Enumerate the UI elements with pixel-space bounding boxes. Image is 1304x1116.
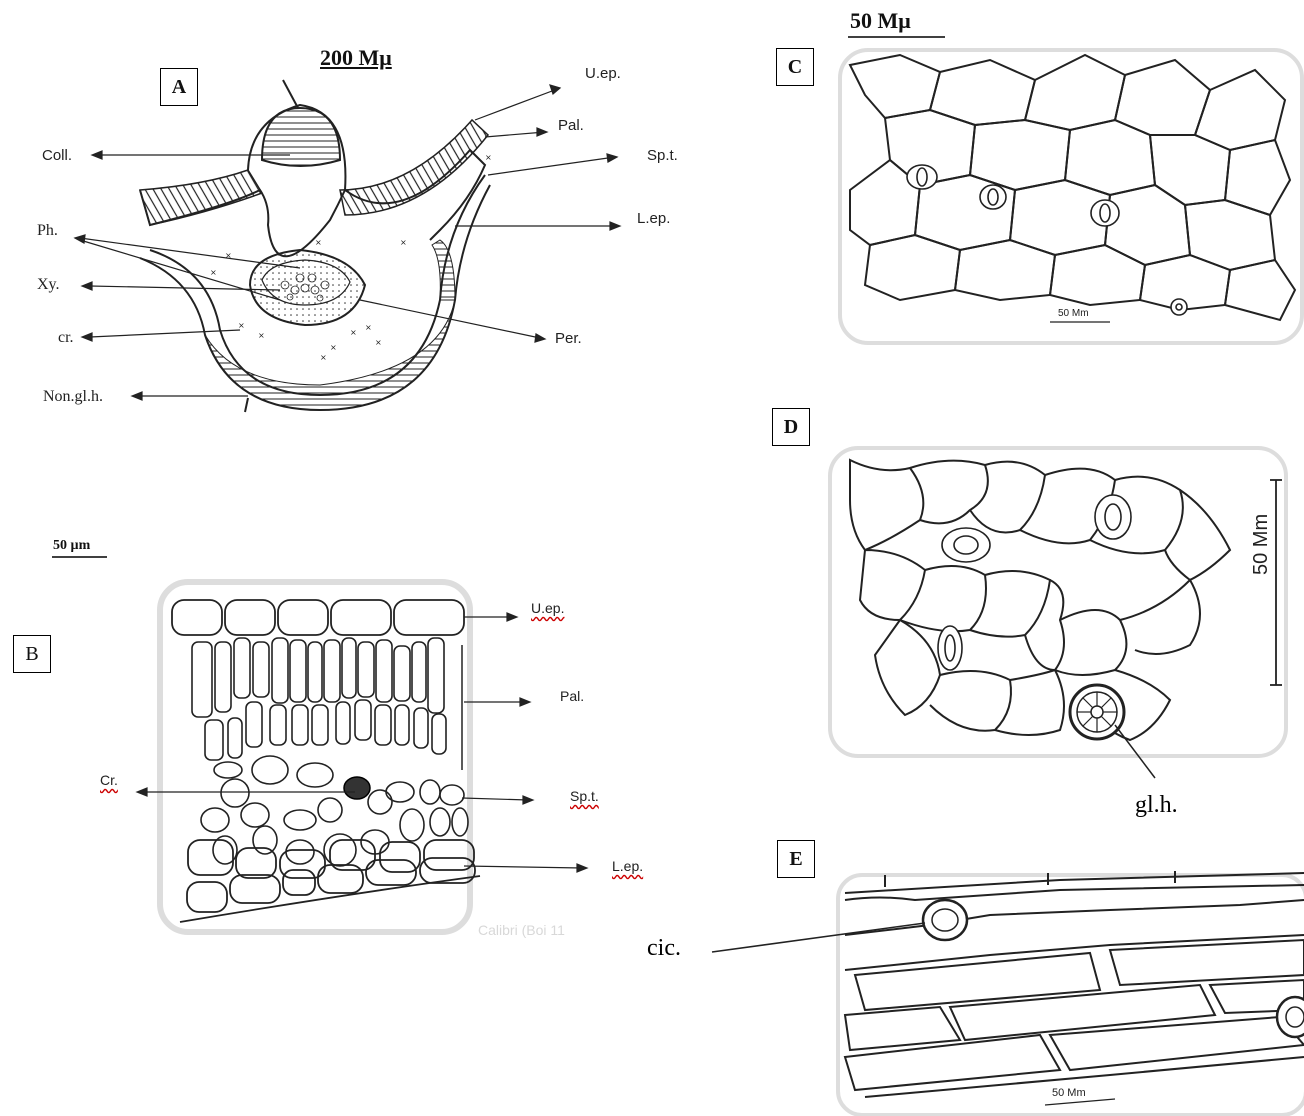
svg-text:×: × (485, 153, 492, 162)
label-cr-b: Cr. (100, 772, 118, 788)
cicatrix-e (923, 900, 967, 940)
label-per-a: Per. (555, 330, 582, 347)
panel-d: D 50 Mm gl.h. (770, 400, 1304, 840)
panel-e-label: E (777, 840, 815, 878)
panel-b: B 50 µm U.ep. Pal. Cr. Sp.t. L.ep. Calib… (0, 530, 700, 950)
panel-d-label: D (772, 408, 810, 446)
panel-e-inner-scale: 50 Mm (1052, 1087, 1086, 1099)
label-cic-e: cic. (647, 935, 681, 962)
crystal-b (344, 777, 370, 799)
label-u-ep-a: U.ep. (585, 65, 621, 82)
svg-text:×: × (365, 323, 372, 332)
label-ph-a: Ph. (37, 222, 58, 240)
label-u-ep-b: U.ep. (531, 600, 564, 616)
panel-e: E cic. 50 Mm (640, 835, 1304, 1116)
panel-b-label: B (13, 635, 51, 673)
label-sp-t-b: Sp.t. (570, 788, 599, 804)
svg-text:×: × (320, 353, 327, 362)
panel-b-scale: 50 µm (53, 538, 90, 554)
panel-c-scale: 50 Mμ (850, 8, 911, 34)
watermark-b: Calibri (Boi 11 (478, 922, 565, 938)
panel-a: ××× ××× ××× ××× A 200 Mμ U.ep. Pal. Coll… (0, 0, 700, 430)
panel-a-scale: 200 Mμ (320, 45, 392, 71)
svg-text:×: × (315, 238, 322, 247)
label-pal-b: Pal. (560, 688, 584, 704)
panel-c: C 50 Mμ 50 Mm (770, 0, 1304, 360)
svg-text:×: × (330, 343, 337, 352)
label-cr-a: cr. (58, 329, 74, 347)
svg-text:×: × (258, 331, 265, 340)
panel-e-drawing (640, 835, 1304, 1116)
label-l-ep-a: L.ep. (637, 210, 670, 227)
glandular-hair-d (1070, 685, 1124, 739)
svg-text:×: × (400, 238, 407, 247)
label-pal-a: Pal. (558, 117, 584, 134)
panel-a-label: A (160, 68, 198, 106)
label-l-ep-b: L.ep. (612, 858, 643, 874)
panel-c-inner-scale: 50 Mm (1058, 308, 1089, 319)
elongated-cells-e (845, 873, 1304, 1097)
svg-text:×: × (350, 328, 357, 337)
palisade-left (140, 170, 262, 225)
cicatrix-e-right (1277, 997, 1304, 1037)
panel-d-drawing (770, 400, 1304, 840)
label-xy-a: Xy. (37, 276, 60, 294)
label-gl-h-d: gl.h. (1135, 792, 1178, 819)
panel-b-drawing (0, 530, 700, 950)
label-sp-t-a: Sp.t. (647, 147, 678, 164)
svg-text:×: × (238, 321, 245, 330)
panel-c-label: C (776, 48, 814, 86)
svg-text:×: × (210, 268, 217, 277)
label-non-gl-h-a: Non.gl.h. (43, 388, 103, 406)
wavy-cells-d (850, 460, 1230, 740)
label-coll-a: Coll. (42, 147, 72, 164)
panel-d-inner-scale: 50 Mm (1250, 514, 1273, 575)
svg-text:×: × (375, 338, 382, 347)
panel-c-drawing (770, 0, 1304, 360)
stomata-d (938, 495, 1131, 670)
hair-top (283, 80, 298, 108)
